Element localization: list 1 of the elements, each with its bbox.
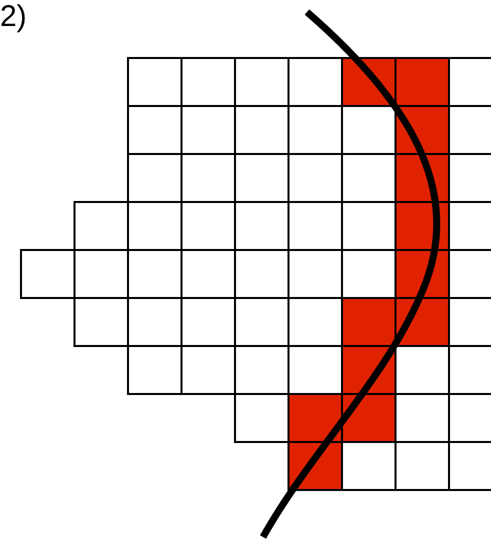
panel-label: 2): [0, 2, 27, 32]
